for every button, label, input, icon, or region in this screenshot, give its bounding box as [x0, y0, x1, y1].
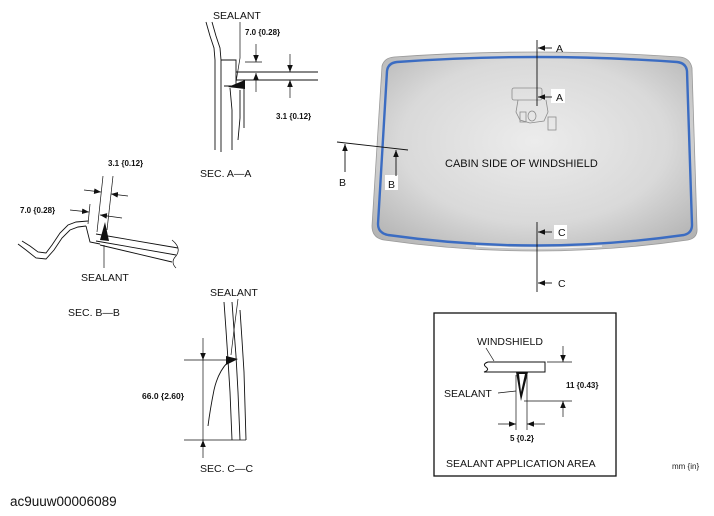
- sec-a-sealant-label: SEALANT: [213, 10, 261, 22]
- app-sealant-leader: [497, 390, 517, 394]
- figure-code: ac9uuw00006089: [10, 494, 117, 509]
- section-b-b-detail: 3.1 {0.12} 7.0 {0.28} SEALANT SEC. B—B: [17, 159, 179, 319]
- sec-b-break: [171, 239, 179, 269]
- sec-b-ext-2: [106, 175, 114, 231]
- sec-b-body-inner: [21, 220, 89, 254]
- sec-a-sealant: [228, 80, 245, 89]
- windshield-view: CABIN SIDE OF WINDSHIELD A A B B C C: [336, 40, 698, 292]
- windshield-cabin-label: CABIN SIDE OF WINDSHIELD: [445, 158, 598, 170]
- sealant-bead-outline: [376, 55, 694, 247]
- marker-c-top: C: [558, 227, 566, 239]
- app-sealant-label: SEALANT: [444, 388, 492, 400]
- application-area-frame: [433, 312, 617, 477]
- sec-c-dim: 66.0 {2.60}: [142, 391, 185, 401]
- sec-a-dim-lower: 3.1 {0.12}: [276, 112, 311, 121]
- sec-a-title: SEC. A—A: [200, 168, 251, 180]
- sec-b-title: SEC. B—B: [68, 307, 120, 319]
- sec-a-dim-upper: 7.0 {0.28}: [245, 28, 280, 37]
- app-glass-plate: [483, 361, 546, 373]
- sec-b-body-outer: [17, 225, 87, 260]
- sealant-application-area: WINDSHIELD SEALANT 11 {0.43} 5 {0.2} SEA…: [433, 312, 617, 477]
- section-b-cut: B B: [336, 141, 409, 191]
- sec-a-panel-1: [229, 87, 233, 150]
- app-windshield-label: WINDSHIELD: [477, 336, 543, 348]
- sec-c-title: SEC. C—C: [200, 463, 254, 475]
- sec-b-body-lower: [99, 244, 173, 263]
- sec-c-sealant: [226, 356, 238, 365]
- marker-b-right: B: [388, 179, 395, 191]
- sec-a-body-inner: [211, 21, 222, 152]
- app-title: SEALANT APPLICATION AREA: [446, 458, 596, 470]
- windshield-glass: [371, 51, 698, 252]
- app-windshield-leader: [485, 347, 495, 362]
- sec-b-ext-3: [87, 203, 91, 225]
- section-c-c-detail: SEALANT 66.0 {2.60} SEC. C—C: [142, 287, 258, 475]
- section-a-cut: A A: [536, 40, 565, 106]
- sec-a-flange: [221, 59, 237, 87]
- marker-a-top: A: [556, 43, 563, 55]
- sec-c-sealant-label: SEALANT: [210, 287, 258, 299]
- section-c-cut: C C: [536, 222, 567, 292]
- mirror-mount: [511, 87, 557, 131]
- app-sealant-core: [519, 374, 525, 392]
- sec-b-sealant: [100, 222, 109, 241]
- sec-b-flange: [85, 225, 101, 245]
- sec-b-glass-top: [95, 233, 179, 249]
- sec-a-sealant-leader: [235, 22, 241, 83]
- sec-b-dim-upper-arrow-1: [83, 188, 102, 194]
- sec-c-glass-curve: [207, 361, 229, 427]
- units-note: mm {in}: [672, 462, 699, 471]
- marker-b-left: B: [339, 177, 346, 189]
- app-dim-height: 11 {0.43}: [566, 381, 598, 390]
- sec-b-dim-left: 7.0 {0.28}: [20, 206, 55, 215]
- sec-c-panel-2: [231, 301, 241, 441]
- glass-lower-highlight: [475, 245, 603, 249]
- sec-a-body-outer: [205, 21, 216, 150]
- section-a-a-detail: SEALANT 7.0 {0.28} 3.1 {0.12} SEC. A—A: [200, 10, 318, 180]
- sec-c-panel-1: [223, 301, 233, 441]
- sec-c-panel-3: [239, 309, 247, 441]
- sec-b-sealant-label: SEALANT: [81, 272, 129, 284]
- sec-b-ext-1: [96, 175, 104, 233]
- sec-b-dim-left-arrow-1: [69, 208, 90, 215]
- sec-b-dim-upper-arrow-2: [110, 192, 129, 198]
- sec-b-dim-upper: 3.1 {0.12}: [108, 159, 143, 168]
- app-dim-width: 5 {0.2}: [510, 434, 534, 443]
- sec-b-dim-left-arrow-2: [99, 213, 123, 219]
- marker-c-bottom: C: [558, 278, 566, 290]
- marker-a-bottom: A: [556, 92, 563, 104]
- sec-a-panel-2: [237, 90, 241, 141]
- sec-b-glass-bottom: [95, 240, 177, 256]
